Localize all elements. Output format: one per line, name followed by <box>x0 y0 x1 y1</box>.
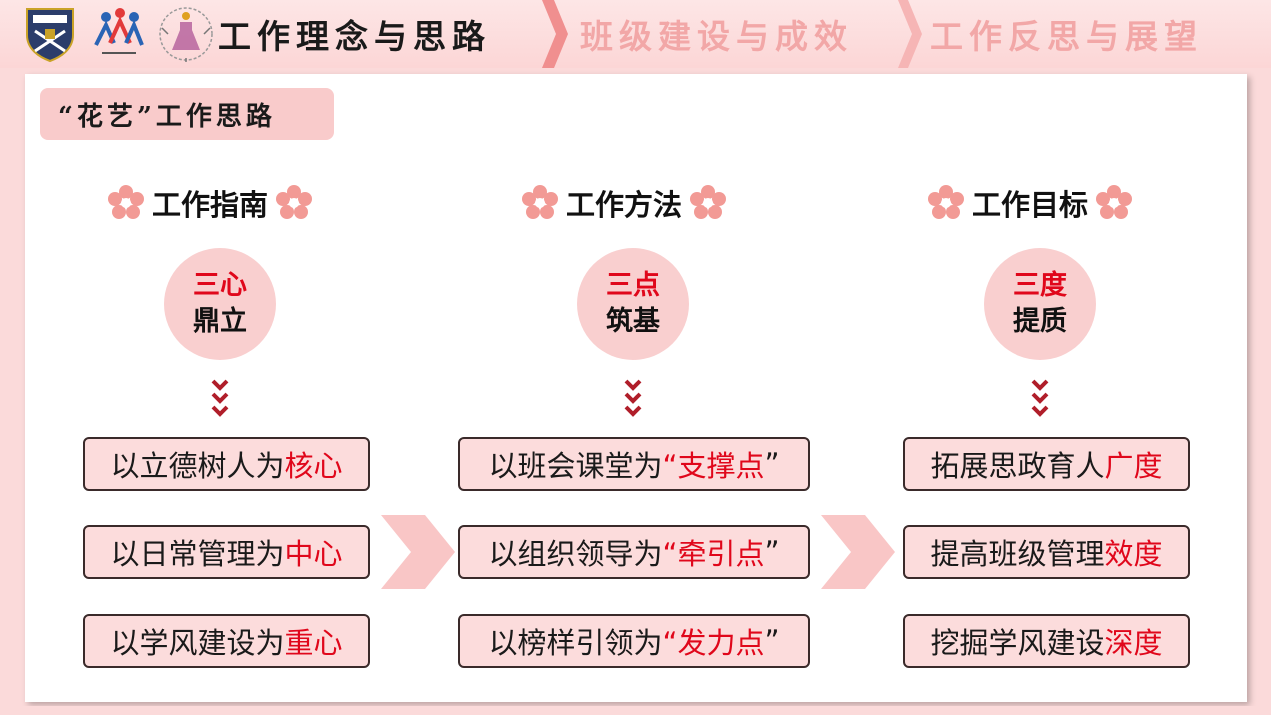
circle-subtitle: 筑基 <box>606 306 660 337</box>
list-item: 拓展思政育人广度 <box>903 437 1190 491</box>
arrow-right-icon <box>821 515 895 589</box>
list-item: 以榜样引领为“发力点” <box>458 614 810 668</box>
triple-chevron-down-icon <box>211 379 229 417</box>
column-heading-text: 工作指南 <box>152 188 269 222</box>
content-panel <box>25 74 1247 702</box>
column-heading-goal: 工作目标 <box>926 180 1134 226</box>
university-crest-logo <box>20 4 80 64</box>
logo-group <box>20 4 216 64</box>
top-nav-bar: 工作理念与思路 班级建设与成效 工作反思与展望 <box>0 0 1271 68</box>
column-heading-text: 工作方法 <box>566 188 683 222</box>
flower-icon <box>690 185 727 219</box>
column-heading-method: 工作方法 <box>520 180 728 226</box>
concept-circle: 三度 提质 <box>984 248 1096 360</box>
footer-strip <box>0 706 1271 715</box>
list-item: 以立德树人为核心 <box>83 437 370 491</box>
list-item: 以组织领导为“牵引点” <box>458 525 810 579</box>
tab-class-building[interactable]: 班级建设与成效 <box>580 17 853 56</box>
tab-work-philosophy[interactable]: 工作理念与思路 <box>218 17 491 56</box>
arrow-right-icon <box>381 515 455 589</box>
concept-circle: 三心 鼎立 <box>164 248 276 360</box>
concept-circle: 三点 筑基 <box>577 248 689 360</box>
column-heading-text: 工作目标 <box>972 188 1089 222</box>
section-subtitle: “花艺”工作思路 <box>40 88 334 140</box>
chevron-separator-icon <box>542 0 568 68</box>
list-item: 以日常管理为中心 <box>83 525 370 579</box>
flower-icon <box>108 185 144 219</box>
class-badge-logo <box>156 4 216 64</box>
list-item: 提高班级管理效度 <box>903 525 1190 579</box>
flower-icon <box>276 185 313 219</box>
circle-subtitle: 提质 <box>1013 306 1067 337</box>
column-heading-guide: 工作指南 <box>106 180 314 226</box>
list-item: 挖掘学风建设深度 <box>903 614 1190 668</box>
flower-icon <box>1096 185 1133 219</box>
college-figures-logo <box>88 4 148 64</box>
triple-chevron-down-icon <box>624 379 642 417</box>
circle-title: 三点 <box>606 270 660 301</box>
circle-subtitle: 鼎立 <box>193 306 247 337</box>
tab-reflection-outlook[interactable]: 工作反思与展望 <box>930 17 1203 56</box>
circle-title: 三度 <box>1013 270 1067 301</box>
list-item: 以学风建设为重心 <box>83 614 370 668</box>
flower-icon <box>522 185 558 219</box>
list-item: 以班会课堂为“支撑点” <box>458 437 810 491</box>
flower-icon <box>928 185 964 219</box>
triple-chevron-down-icon <box>1031 379 1049 417</box>
circle-title: 三心 <box>193 270 247 301</box>
chevron-separator-icon <box>898 0 922 68</box>
